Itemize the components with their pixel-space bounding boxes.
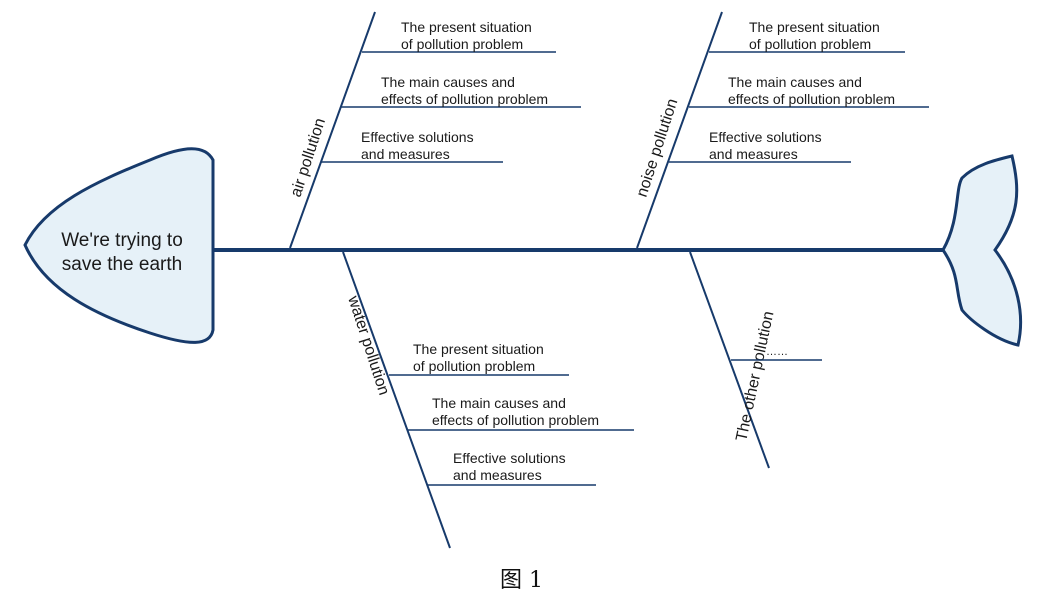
- sub-branch-text: The main causes and: [381, 74, 515, 90]
- sub-branch-text: of pollution problem: [749, 36, 871, 52]
- branch-water-pollution: water pollution The present situation of…: [342, 251, 634, 549]
- fish-tail-shape: [941, 154, 1023, 347]
- sub-branch-text: effects of pollution problem: [381, 91, 548, 107]
- sub-branch-text: effects of pollution problem: [728, 91, 895, 107]
- sub-branch-text: effects of pollution problem: [432, 412, 599, 428]
- sub-branch-text: of pollution problem: [401, 36, 523, 52]
- sub-branch-text: and measures: [709, 146, 798, 162]
- head-text-line1: We're trying to: [61, 230, 183, 251]
- sub-branch-text: Effective solutions: [709, 129, 822, 145]
- branch-air-pollution: air pollution The present situation of p…: [288, 11, 581, 249]
- branch-line: [342, 251, 451, 549]
- sub-branch-text: Effective solutions: [361, 129, 474, 145]
- fish-head-shape: [23, 147, 215, 344]
- branch-other-pollution: The other pollution ……: [689, 251, 822, 469]
- sub-branch-text: The main causes and: [728, 74, 862, 90]
- branch-label: water pollution: [344, 293, 392, 397]
- head-text-line2: save the earth: [62, 254, 182, 275]
- branch-noise-pollution: noise pollution The present situation of…: [634, 11, 929, 249]
- sub-branch-text: The present situation: [749, 19, 880, 35]
- sub-branch-text: of pollution problem: [413, 358, 535, 374]
- sub-branch-text: The present situation: [401, 19, 532, 35]
- sub-branch-text: Effective solutions: [453, 450, 566, 466]
- branch-label-vertical: The other pollution: [733, 310, 777, 443]
- branch-label: noise pollution: [634, 97, 682, 200]
- sub-branch-text: The main causes and: [432, 395, 566, 411]
- branch-line: [289, 11, 376, 249]
- sub-branch-text: ……: [766, 346, 788, 358]
- branch-line: [636, 11, 723, 249]
- sub-branch-text: The present situation: [413, 341, 544, 357]
- figure-caption: 图 1: [500, 568, 543, 593]
- branch-line: [689, 251, 770, 469]
- sub-branch-text: and measures: [453, 467, 542, 483]
- sub-branch-text: and measures: [361, 146, 450, 162]
